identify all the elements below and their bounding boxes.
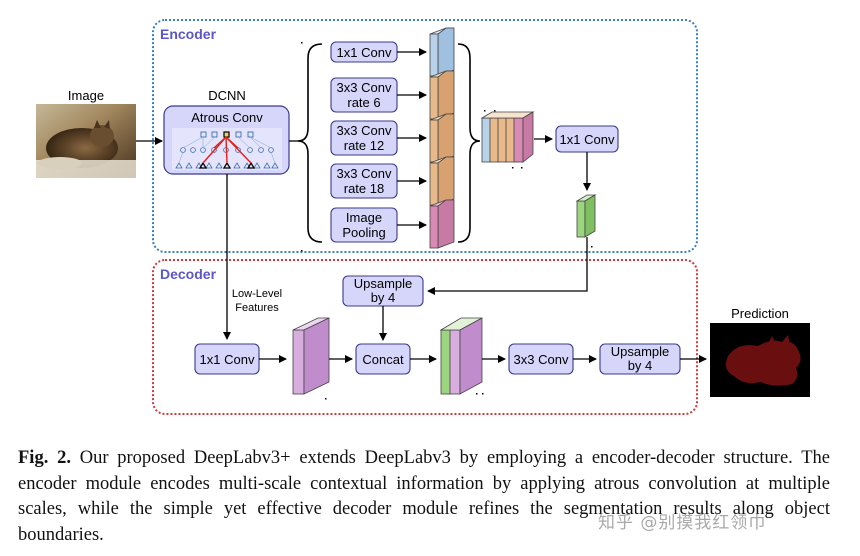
encoder-output-feature: [575, 194, 597, 238]
branch-rate6-line2: rate 6: [347, 95, 380, 110]
decoder-3x3-conv-label: 3x3 Conv: [514, 352, 569, 367]
decoder-concat-label: Concat: [362, 352, 404, 367]
arrow-encoder-to-upsample: [427, 237, 588, 295]
feature-block-pooling: [429, 199, 455, 249]
watermark-text: 知乎 @别摸我红领巾: [598, 513, 767, 533]
concat-feature-stack: [480, 111, 535, 163]
figure-caption: Fig. 2. Our proposed DeepLabv3+ extends …: [18, 446, 830, 548]
figure-label: Fig. 2.: [18, 448, 71, 468]
decoder-upsample1-line2: by 4: [371, 290, 396, 305]
aspp-right-brace: [457, 43, 481, 243]
branch-pooling-line1: Image: [346, 210, 382, 225]
feature-block-rate6: [429, 70, 455, 120]
atrous-conv-illustration: [172, 128, 282, 170]
prediction-image: [710, 323, 810, 397]
figure-caption-text: Our proposed DeepLabv3+ extends DeepLabv…: [18, 448, 830, 545]
decorative-dots: [301, 42, 593, 400]
decoder-1x1-conv-label: 1x1 Conv: [200, 352, 255, 367]
aspp-branch-rate12: 3x3 Conv rate 12: [330, 120, 398, 156]
branch-pooling-line2: Pooling: [342, 225, 385, 240]
aspp-branch-pooling: Image Pooling: [330, 207, 398, 243]
decoder-concat-feature: [439, 317, 483, 395]
feature-block-rate18: [429, 156, 455, 206]
feature-block-1x1: [429, 27, 455, 77]
branch-rate18-line1: 3x3 Conv: [337, 166, 392, 181]
decoder-upsample2-line1: Upsample: [611, 344, 670, 359]
encoder-1x1-conv-label: 1x1 Conv: [560, 132, 615, 147]
branch-rate18-line2: rate 18: [344, 181, 384, 196]
decoder-upsample1-line1: Upsample: [354, 276, 413, 291]
branch-1x1-label: 1x1 Conv: [337, 45, 392, 60]
deeplabv3plus-diagram: Encoder Decoder Image DCNN Atrous Conv: [36, 19, 810, 415]
atrous-conv-label: Atrous Conv: [191, 110, 263, 125]
aspp-branch-rate18: 3x3 Conv rate 18: [330, 163, 398, 199]
encoder-title: Encoder: [160, 26, 217, 42]
decoder-region: [152, 259, 698, 415]
lowlevel-feature-block: [292, 317, 330, 395]
feature-block-rate12: [429, 113, 455, 163]
prediction-label: Prediction: [731, 306, 789, 321]
branch-rate6-line1: 3x3 Conv: [337, 80, 392, 95]
branch-rate12-line2: rate 12: [344, 138, 384, 153]
input-image-label: Image: [68, 88, 104, 103]
encoder-region: [152, 19, 698, 253]
lowlevel-features-line1: Low-Level: [232, 288, 282, 300]
dcnn-label: DCNN: [208, 88, 246, 103]
aspp-left-brace: [297, 43, 323, 243]
aspp-branch-rate6: 3x3 Conv rate 6: [330, 77, 398, 113]
aspp-branch-1x1: 1x1 Conv: [330, 41, 398, 63]
branch-arrows: [397, 48, 427, 229]
branch-rate12-line1: 3x3 Conv: [337, 123, 392, 138]
decoder-title: Decoder: [160, 266, 217, 282]
lowlevel-features-line2: Features: [235, 302, 279, 314]
decoder-upsample2-line2: by 4: [628, 358, 653, 373]
input-cat-image: [36, 104, 136, 178]
